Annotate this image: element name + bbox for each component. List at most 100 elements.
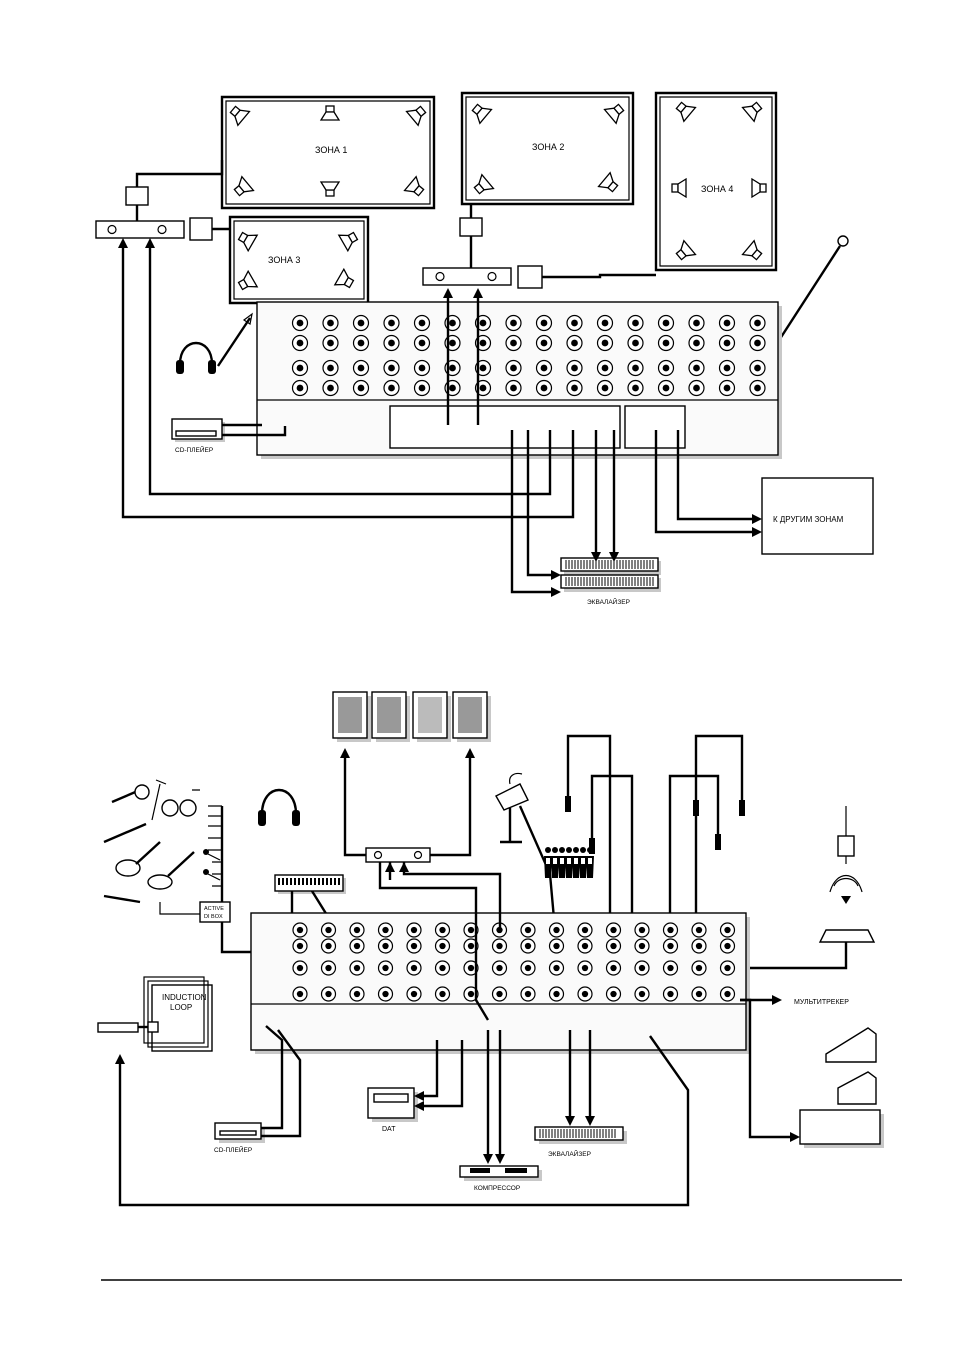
mixer-jack-center [449,320,456,327]
speaker-icon [469,101,491,124]
speaker-icon [236,271,257,294]
mixer-jack-center [610,927,616,933]
dat-label: DAT [382,1126,396,1133]
speaker-icon [743,99,765,122]
mixer-jack-center [525,943,531,949]
mixer-jack-center [327,385,334,392]
mixer-jack-center [724,340,731,347]
mixer-jack-center [327,320,334,327]
choir-singer-collar [553,858,557,864]
mixer-jack-center [602,320,609,327]
mixer-jack-center [325,965,331,971]
hanging-mics [565,736,745,930]
induction-loop-label-2: LOOP [170,1003,192,1012]
keyboard-key [286,878,288,885]
mixer-jack-center [724,927,730,933]
mixer-jack-center [525,927,531,933]
zone-4-label: ЗОНА 4 [701,184,733,194]
compressor-label: КОМПРЕССОР [474,1185,520,1192]
mixer-jack-center [510,385,517,392]
mixer-jack-center [358,365,365,372]
keyboard-key [314,878,316,885]
mixer-jack-center [411,927,417,933]
keyboard-key [302,878,304,885]
zone-2-label: ЗОНА 2 [532,142,564,152]
mixer-jack-center [354,991,360,997]
mixer-jack-center [382,991,388,997]
mixer-jack-center [468,943,474,949]
mixer-jack-center [632,320,639,327]
mixer-jack-center [510,320,517,327]
mixer-jack-center [510,340,517,347]
mixer-jack-center [439,991,445,997]
mixer-jack-center [325,927,331,933]
mixer-jack-center [610,943,616,949]
cd-player-2-label: CD-ПЛЕЙЕР [214,1145,252,1154]
choir-singer-head [552,847,558,853]
mixer-jack-center [496,991,502,997]
zone-speakers [227,99,766,294]
speaker-wires-1 [137,160,656,277]
mixer-jack-center [696,965,702,971]
mixer-jack-center [639,943,645,949]
mixer-console-1 [257,302,782,459]
choir-singer-head [545,847,551,853]
headphones-icon [176,343,216,374]
speaker-icon [673,99,695,122]
keyboard-key [298,878,300,885]
mixer-jack-center [358,385,365,392]
vocal-mics-icon [203,849,220,880]
monitor-speakers-right [740,1000,884,1148]
zone-1-label: ЗОНА 1 [315,145,347,155]
mixer-jack-center [667,991,673,997]
equalizer-1: ЭКВАЛАЙЗЕР [561,558,661,606]
mixer-jack-center [382,927,388,933]
mixer-jack-center [632,385,639,392]
mixer-jack-center [449,385,456,392]
mixer-jack-center [388,365,395,372]
mixer-jack-center [388,385,395,392]
acoustic-guitar-icon [116,842,160,876]
trumpet-icon [112,785,149,802]
induction-loop-label-1: INDUCTION [162,993,207,1002]
equalizer-2-label: ЭКВАЛАЙЗЕР [548,1149,591,1158]
compressor-unit: КОМПРЕССОР [460,1030,542,1192]
mixer-jack-center [439,943,445,949]
mixer-jack-center [553,965,559,971]
mixer-jack-center [388,340,395,347]
drum-kit-icon [152,780,200,820]
mixer-jack-center [663,365,670,372]
zone-3-label: ЗОНА 3 [268,255,300,265]
mixer-jack-center [724,365,731,372]
keyboard-key [330,878,332,885]
choir-icon [544,847,594,878]
choir-singer-collar [567,858,571,864]
mixer-jack-center [297,927,303,933]
choir-singer-head [566,847,572,853]
mixer-jack-center [693,340,700,347]
mixer-jack-center [419,340,426,347]
mixer-jack-center [496,943,502,949]
mixer-jack-center [553,943,559,949]
speaker-icon [321,182,339,196]
mixer-jack-center [419,385,426,392]
keyboard-key [282,878,284,885]
other-zones-box: К ДРУГИМ ЗОНАМ [762,478,873,554]
mixer-jack-center [541,340,548,347]
mixer-jack-center [468,965,474,971]
keyboard-key [322,878,324,885]
mixer-jack-center [496,965,502,971]
mixer-jack-center [610,991,616,997]
mixer-jack-center [297,943,303,949]
instruments: ACTIVE DI BOX [104,780,258,952]
mixer-jack-center [696,991,702,997]
mixer-jack-center [724,320,731,327]
headphones-icon [258,790,300,826]
amplifier-stage [340,748,475,862]
mixer-jack-center [693,385,700,392]
mixer-jack-center [525,991,531,997]
speaker-icon [339,228,360,251]
speaker-icon [605,101,627,124]
keyboard-key [306,878,308,885]
